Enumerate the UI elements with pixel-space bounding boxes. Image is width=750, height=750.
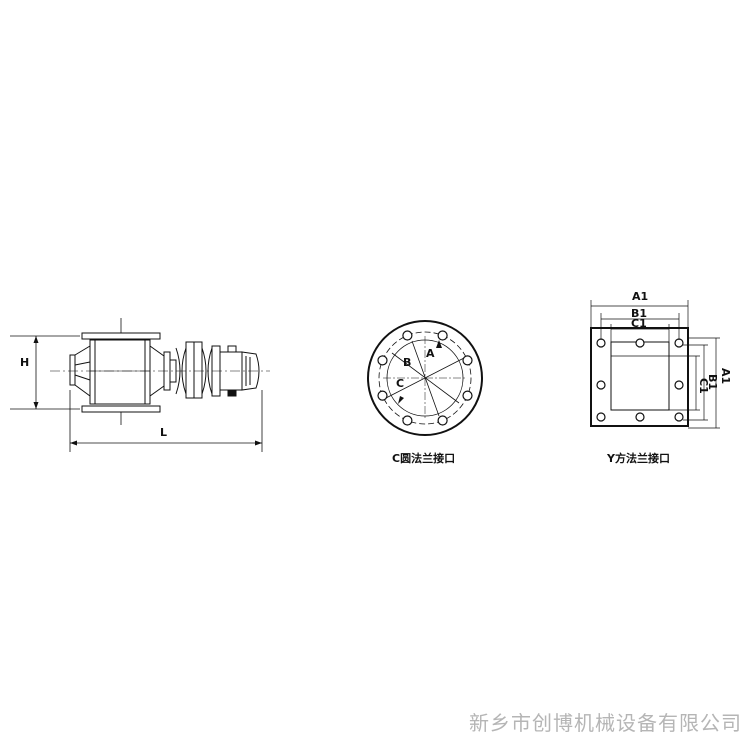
square-label-c1-side: C1 xyxy=(697,378,710,394)
square-flange-caption: Y方法兰接口 xyxy=(606,451,670,465)
round-label-b: B xyxy=(403,356,411,369)
square-label-b1-side: B1 xyxy=(706,374,719,390)
square-flange xyxy=(590,300,720,429)
bolt-hole xyxy=(377,355,388,366)
square-label-a1: A1 xyxy=(632,290,648,303)
round-flange xyxy=(367,320,483,436)
round-label-a: A xyxy=(426,347,435,360)
dim-label-l: L xyxy=(160,426,167,439)
square-label-a1-side: A1 xyxy=(719,368,732,384)
side-view xyxy=(10,318,270,452)
round-flange-caption: C圆法兰接口 xyxy=(392,451,455,465)
bolt-hole xyxy=(402,415,413,426)
bolt-hole xyxy=(437,330,448,341)
bolt-hole xyxy=(402,330,413,341)
round-label-c: C xyxy=(396,377,404,390)
company-name: 新乡市创博机械设备有限公司 xyxy=(469,711,742,735)
bolt-hole xyxy=(462,355,473,366)
bolt-hole xyxy=(462,390,473,401)
dim-label-h: H xyxy=(20,356,29,369)
square-label-c1: C1 xyxy=(631,317,647,330)
bolt-hole xyxy=(437,415,448,426)
square-label-b1: B1 xyxy=(631,307,647,320)
bolt-hole xyxy=(377,390,388,401)
